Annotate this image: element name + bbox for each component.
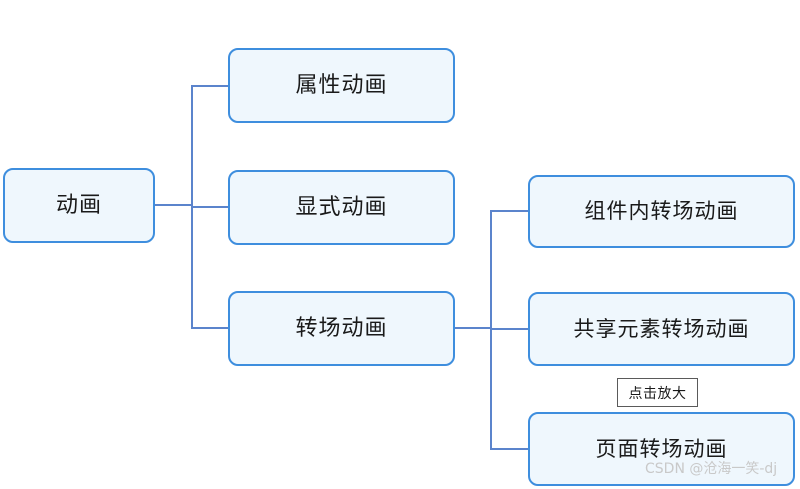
node-label: 共享元素转场动画 [573, 316, 750, 341]
node-property-animation[interactable]: 属性动画 [228, 48, 455, 123]
tooltip-label: 点击放大 [628, 385, 687, 402]
node-label: 显式动画 [295, 194, 388, 220]
connector-to-transition [191, 327, 230, 329]
node-label: 页面转场动画 [595, 436, 728, 461]
node-shared-element-transition[interactable]: 共享元素转场动画 [528, 292, 795, 366]
connector-level3-trunk [490, 210, 492, 450]
connector-to-page [490, 448, 530, 450]
node-label: 属性动画 [295, 72, 388, 98]
connector-to-shared [490, 328, 530, 330]
node-page-transition[interactable]: 页面转场动画 [528, 412, 795, 486]
connector-to-incomp [490, 210, 530, 212]
connector-to-attr [191, 85, 230, 87]
click-to-zoom-tooltip[interactable]: 点击放大 [617, 378, 698, 407]
node-explicit-animation[interactable]: 显式动画 [228, 170, 455, 245]
node-label: 动画 [55, 192, 102, 218]
connector-to-explicit [191, 206, 230, 208]
node-animation-root[interactable]: 动画 [3, 168, 155, 243]
connector-root-stub [155, 204, 193, 206]
node-label: 组件内转场动画 [584, 199, 739, 223]
node-in-component-transition[interactable]: 组件内转场动画 [528, 175, 795, 248]
node-transition-animation[interactable]: 转场动画 [228, 291, 455, 366]
connector-transition-stub [455, 327, 492, 329]
node-label: 转场动画 [295, 315, 388, 341]
